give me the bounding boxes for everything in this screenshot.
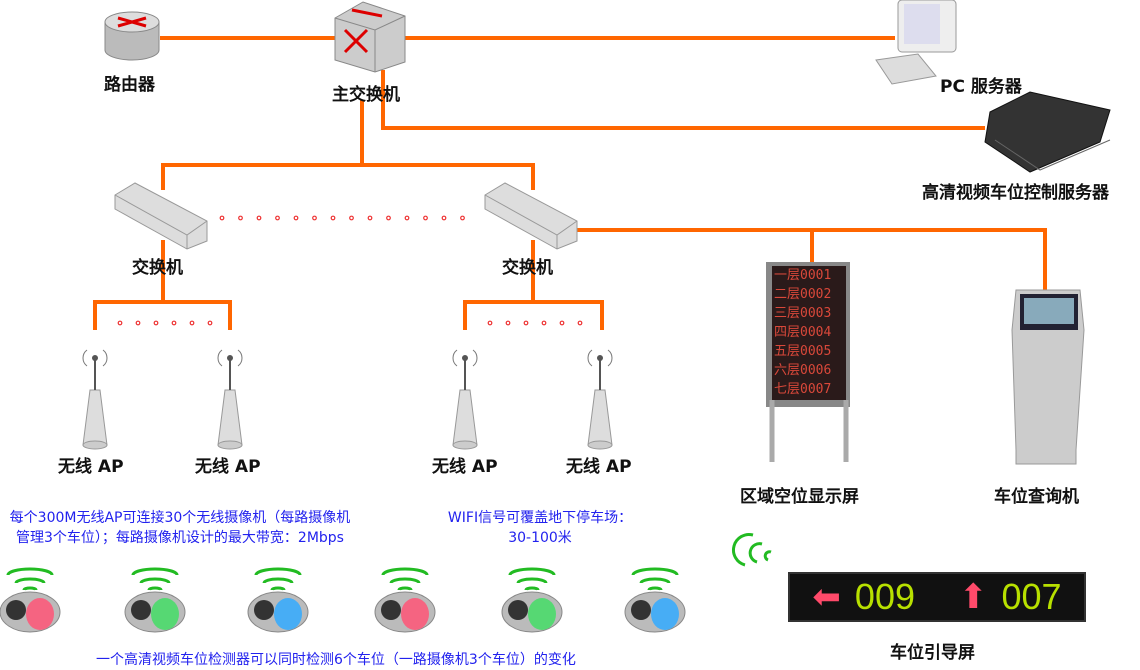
wireless-ap-icon: [452, 349, 478, 450]
kiosk-label: 车位查询机: [994, 487, 1079, 507]
up-count: 007: [1001, 576, 1062, 617]
display-row: 四层0004: [774, 325, 832, 340]
hd-server-icon: [984, 91, 1111, 173]
arrow-up-icon: ⬆: [959, 578, 988, 616]
dot: [505, 320, 511, 326]
zone-display-legs: [769, 400, 849, 462]
dot: [135, 320, 141, 326]
dot: [559, 320, 565, 326]
ap-label: 无线 AP: [58, 457, 124, 477]
dot: [293, 215, 299, 221]
ap-label: 无线 AP: [195, 457, 261, 477]
camera-detector-icon: [247, 567, 309, 633]
dot: [367, 215, 373, 221]
dot: [386, 215, 391, 221]
dot: [275, 215, 280, 221]
display-row: 五层0005: [774, 344, 832, 359]
main-switch-label: 主交换机: [332, 85, 400, 105]
switch-left-label: 交换机: [132, 258, 183, 278]
dot: [238, 215, 243, 221]
wireless-signal-icon: [732, 532, 772, 567]
camera-detector-icon: [124, 567, 186, 633]
display-row: 二层0002: [774, 287, 832, 302]
dot: [404, 215, 410, 221]
dot: [117, 320, 123, 326]
ap-note-line: 每个300M无线AP可连接30个无线摄像机（每路摄像机: [9, 510, 351, 526]
dot: [441, 215, 447, 221]
pc-server-label: PC 服务器: [940, 77, 1022, 97]
network-links: [93, 36, 1047, 330]
kiosk-icon: [1011, 289, 1085, 465]
wifi-note: WIFI信号可覆盖地下停车场： 30-100米: [440, 508, 640, 548]
ap-note-line: 管理3个车位）；每路摄像机设计的最大带宽：2Mbps: [16, 530, 344, 546]
dot: [523, 320, 529, 326]
dot: [256, 215, 262, 221]
display-row: 三层0003: [774, 306, 832, 321]
dot: [423, 215, 428, 221]
dot: [460, 215, 465, 221]
dot: [207, 320, 213, 326]
camera-detectors: [0, 567, 686, 633]
ap-label: 无线 AP: [566, 457, 632, 477]
left-count: 009: [854, 576, 915, 617]
wifi-note-line: WIFI信号可覆盖地下停车场：: [447, 510, 633, 526]
zone-display-screen: 一层0001 二层0002 三层0003 四层0004 五层0005 六层000…: [772, 266, 846, 400]
arrow-left-icon: ⬅: [812, 578, 841, 616]
ap-icons: [82, 349, 613, 450]
wifi-note-line: 30-100米: [508, 530, 572, 546]
router-label: 路由器: [104, 75, 155, 95]
dot: [330, 215, 336, 221]
display-row: 六层0006: [774, 363, 832, 378]
dot: [312, 215, 317, 221]
display-row: 一层0001: [774, 268, 832, 283]
main-switch-icon: [334, 1, 406, 73]
camera-detector-icon: [501, 567, 563, 633]
link-dots: [117, 215, 583, 326]
display-row: 七层0007: [774, 382, 832, 397]
dot: [487, 320, 493, 326]
dot: [577, 320, 583, 326]
dot: [171, 320, 177, 326]
switch-left-icon: [114, 182, 208, 250]
camera-detector-icon: [374, 567, 436, 633]
hd-server-label: 高清视频车位控制服务器: [922, 183, 1109, 203]
guide-screen-label: 车位引导屏: [890, 643, 975, 663]
wireless-ap-icon: [217, 349, 243, 450]
detector-note: 一个高清视频车位检测器可以同时检测6个车位（一路摄像机3个车位）的变化: [96, 652, 576, 668]
switch-right-label: 交换机: [502, 258, 553, 278]
ap-note: 每个300M无线AP可连接30个无线摄像机（每路摄像机 管理3个车位）；每路摄像…: [0, 508, 360, 548]
switch-right-icon: [484, 182, 578, 250]
dot: [153, 320, 159, 326]
dot: [219, 215, 225, 221]
dot: [349, 215, 354, 221]
guide-screen: ⬅ 009 ⬆ 007: [788, 572, 1086, 622]
dot: [541, 320, 547, 326]
camera-detector-icon: [0, 567, 61, 633]
zone-display-label: 区域空位显示屏: [740, 487, 859, 507]
ap-label: 无线 AP: [432, 457, 498, 477]
router-icon: [104, 11, 160, 61]
dot: [189, 320, 195, 326]
pc-icon: [875, 0, 957, 85]
wireless-ap-icon: [82, 349, 108, 450]
camera-detector-icon: [624, 567, 686, 633]
wireless-ap-icon: [587, 349, 613, 450]
